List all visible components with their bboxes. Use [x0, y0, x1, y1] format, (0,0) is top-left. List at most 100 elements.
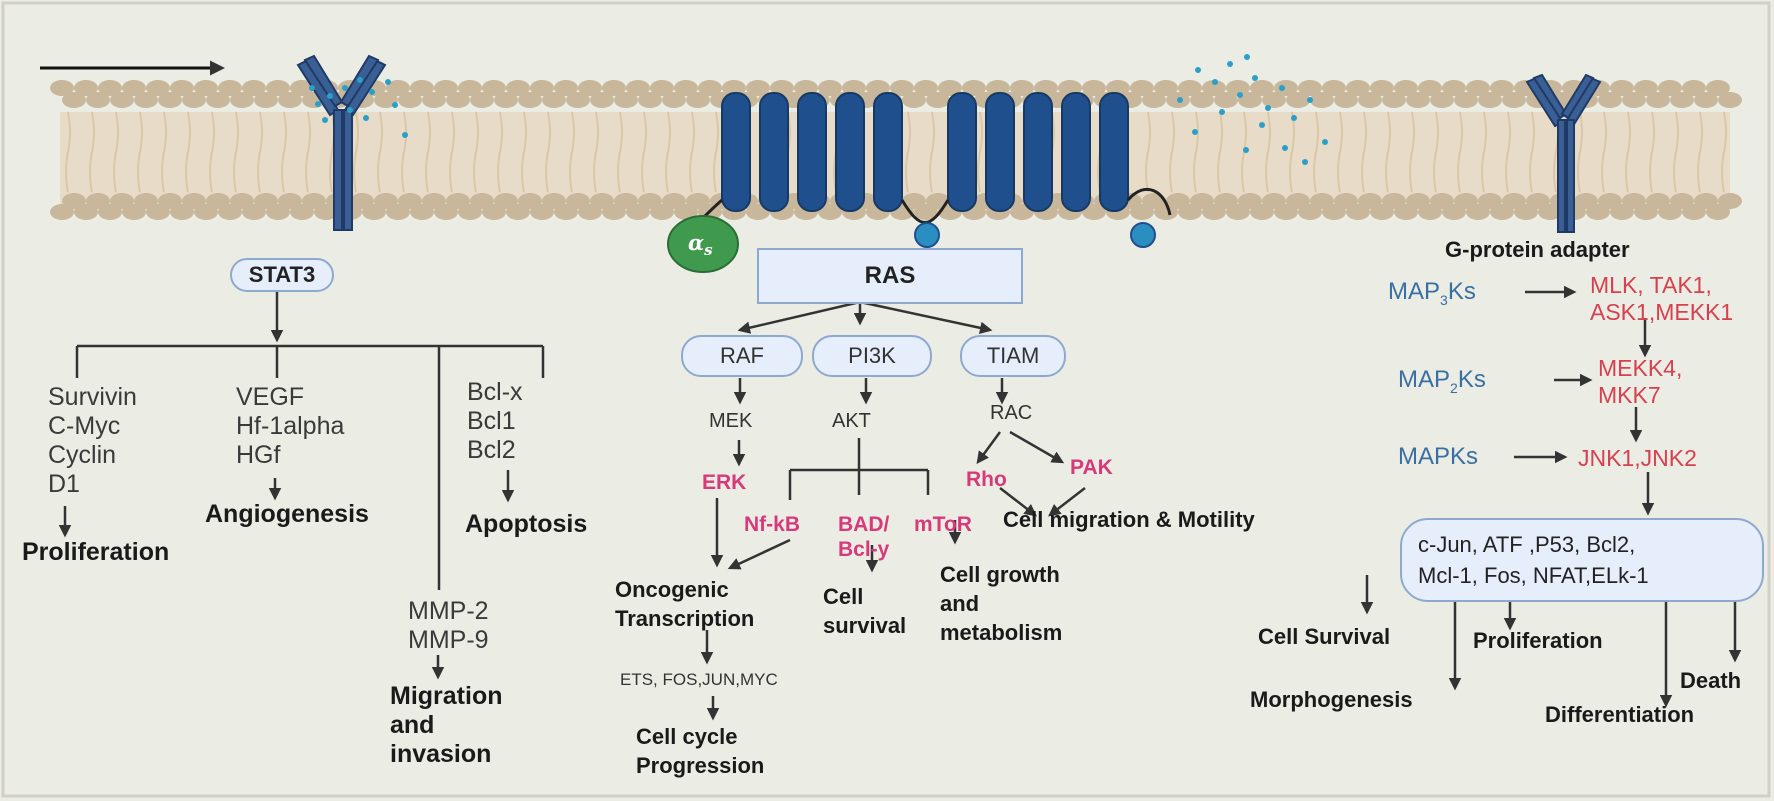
- lipid-head: [1178, 204, 1202, 220]
- lipid-head: [1598, 92, 1622, 108]
- target-gene: MMP-2: [408, 597, 489, 625]
- transcription-factors: ETS, FOS,JUN,MYC: [620, 670, 778, 689]
- lipid-tail: [1409, 111, 1415, 193]
- lipid-tail: [1289, 111, 1295, 193]
- map3k-label: MAP3Ks: [1388, 278, 1476, 308]
- lipid-head: [134, 193, 158, 209]
- kinase-line: MEKK4,: [1598, 355, 1683, 381]
- lipid-head: [230, 193, 254, 209]
- lipid-head: [650, 204, 674, 220]
- lipid-tail: [665, 111, 671, 193]
- lipid-head: [1610, 80, 1634, 96]
- lipid-head: [1466, 204, 1490, 220]
- lipid-head: [290, 204, 314, 220]
- outcome-line: and: [940, 591, 980, 616]
- lipid-head: [578, 204, 602, 220]
- lipid-tail: [1649, 111, 1655, 193]
- g-protein-anchor-icon: [1130, 222, 1156, 248]
- lipid-head: [686, 92, 710, 108]
- lipid-head: [134, 92, 158, 108]
- lipid-tail: [1337, 111, 1343, 193]
- lipid-head: [1370, 80, 1394, 96]
- lipid-head: [1226, 80, 1250, 96]
- lipid-head: [278, 92, 302, 108]
- lipid-head: [1490, 80, 1514, 96]
- outcome-line: invasion: [390, 740, 492, 768]
- lipid-head: [206, 92, 230, 108]
- lipid-head: [1694, 193, 1718, 209]
- outcome-proliferation-mapk: Proliferation: [1473, 628, 1603, 653]
- lipid-head: [626, 80, 650, 96]
- lipid-head: [962, 80, 986, 96]
- lipid-head: [926, 92, 950, 108]
- lipid-head: [1202, 80, 1226, 96]
- lipid-head: [1190, 193, 1214, 209]
- lipid-head: [242, 204, 266, 220]
- lipid-head: [890, 80, 914, 96]
- lipid-head: [50, 80, 74, 96]
- outcome-cell-survival: Cell survival: [823, 582, 906, 640]
- lipid-head: [314, 204, 338, 220]
- lipid-head: [1322, 80, 1346, 96]
- pi3k-node: PI3K: [812, 335, 932, 377]
- map-prefix: MAP: [1388, 278, 1441, 305]
- rac-node: RAC: [990, 402, 1033, 424]
- lipid-head: [1670, 193, 1694, 209]
- lipid-head: [470, 193, 494, 209]
- lipid-head: [1286, 193, 1310, 209]
- tiam-node: TIAM: [960, 335, 1066, 377]
- lipid-head: [482, 204, 506, 220]
- outcome-apoptosis: Apoptosis: [465, 510, 588, 538]
- lipid-head: [1274, 204, 1298, 220]
- lipid-head: [1154, 204, 1178, 220]
- outcome-line: metabolism: [940, 620, 1063, 645]
- lipid-head: [242, 80, 266, 96]
- target-gene: Bcl1: [467, 407, 516, 435]
- lipid-tail: [425, 111, 431, 193]
- lipid-head: [986, 80, 1010, 96]
- target-gene: VEGF: [236, 383, 305, 411]
- outcome-morphogenesis: Morphogenesis: [1250, 687, 1413, 712]
- lipid-head: [110, 92, 134, 108]
- lipid-head: [254, 193, 278, 209]
- lipid-head: [542, 92, 566, 108]
- lipid-head: [554, 204, 578, 220]
- lipid-head: [422, 193, 446, 209]
- target-gene: Bcl2: [467, 436, 516, 464]
- kinase-line: ASK1,MEKK1: [1590, 299, 1734, 325]
- lipid-head: [362, 204, 386, 220]
- lipid-tail: [449, 111, 455, 193]
- node-line: BAD/: [838, 513, 890, 536]
- lipid-head: [266, 80, 290, 96]
- target-gene: Hf-1alpha: [236, 412, 345, 440]
- node-line: Bcl-y: [838, 538, 890, 561]
- lipid-head: [902, 92, 926, 108]
- lipid-head: [1658, 80, 1682, 96]
- lipid-tail: [257, 111, 263, 193]
- lipid-head: [1514, 204, 1538, 220]
- lipid-tail: [977, 111, 983, 193]
- lipid-head: [1130, 204, 1154, 220]
- stat3-target-group-apoptosis: Bcl-x Bcl1 Bcl2: [467, 378, 523, 465]
- lipid-tail: [593, 111, 599, 193]
- lipid-head: [578, 80, 602, 96]
- mapk-label: MAPKs: [1398, 443, 1479, 470]
- outcome-line: Cell cycle: [636, 724, 738, 749]
- lipid-head: [290, 80, 314, 96]
- outcome-line: Oncogenic: [615, 577, 729, 602]
- lipid-head: [638, 193, 662, 209]
- lipid-head: [374, 193, 398, 209]
- bad-bcly-node: BAD/ Bcl-y: [838, 512, 889, 562]
- lipid-tail: [1313, 111, 1319, 193]
- lipid-head: [278, 193, 302, 209]
- outcome-line: Transcription: [615, 606, 755, 631]
- lipid-tail: [65, 111, 71, 193]
- lipid-head: [554, 80, 578, 96]
- map-prefix: MAP: [1398, 366, 1451, 393]
- lipid-head: [434, 80, 458, 96]
- outcome-line: Progression: [636, 753, 765, 778]
- lipid-head: [1010, 80, 1034, 96]
- lipid-tail: [929, 111, 935, 193]
